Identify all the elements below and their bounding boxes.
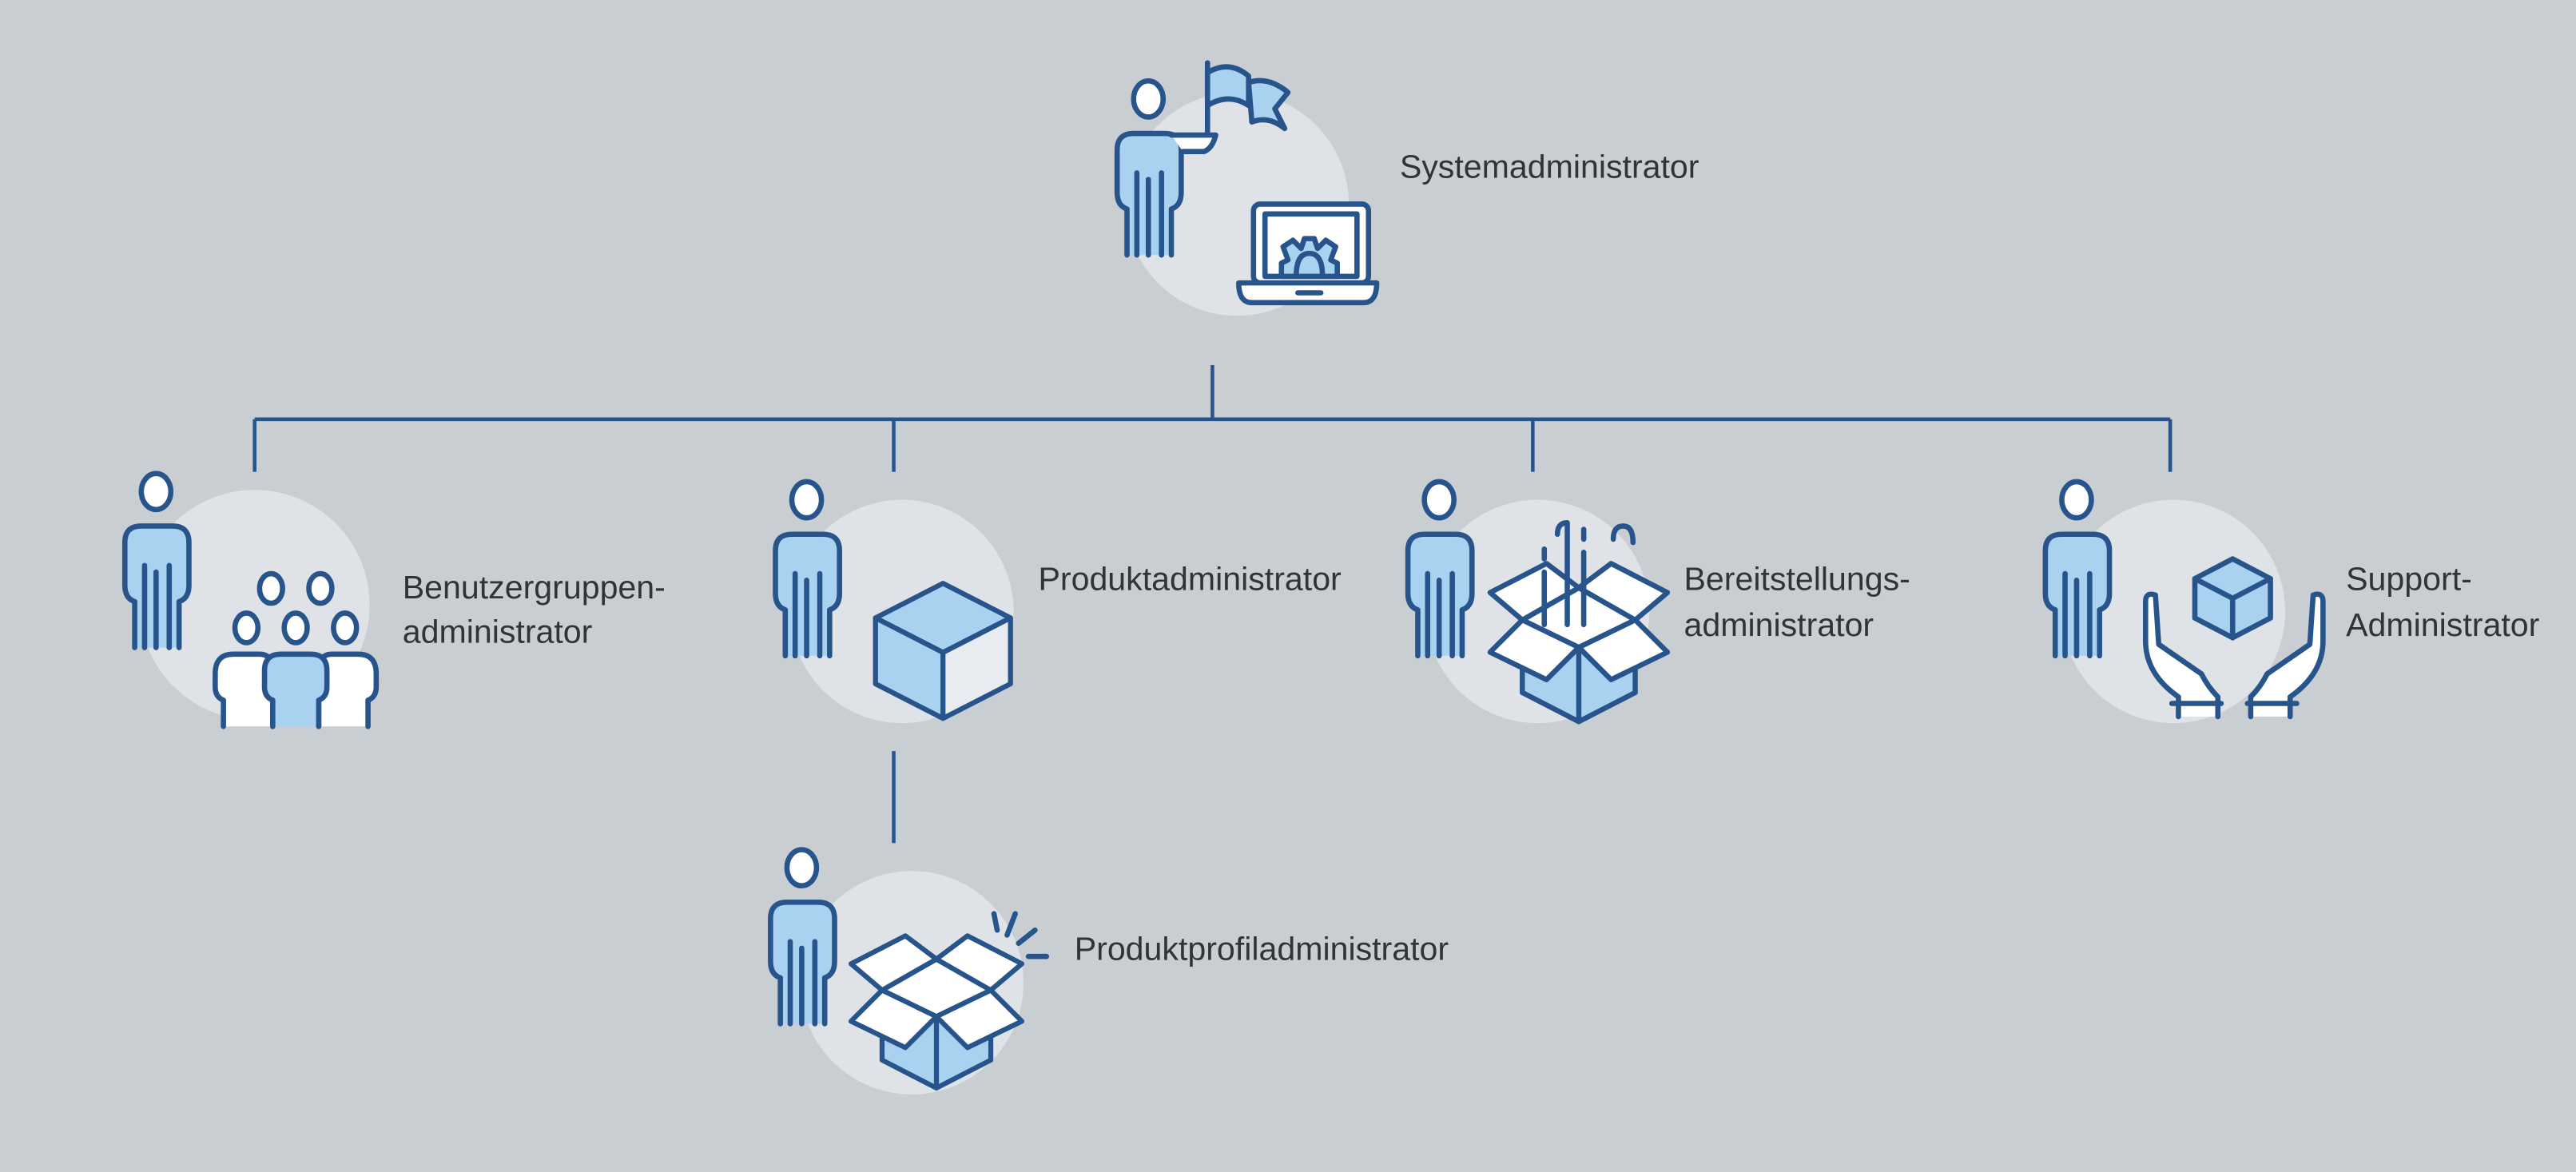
node-label-line1: Bereitstellungs- bbox=[1684, 561, 1910, 598]
hands-box-icon bbox=[2143, 556, 2326, 720]
node-support-admin: Support- Administrator bbox=[2045, 482, 2539, 724]
person-icon bbox=[125, 474, 189, 648]
node-usergroup-admin: Benutzergruppen- administrator bbox=[125, 474, 666, 729]
node-label: Systemadministrator bbox=[1400, 149, 1699, 185]
laptop-gear-icon bbox=[1236, 201, 1380, 306]
open-box-icon bbox=[851, 911, 1050, 1088]
connector-lines bbox=[252, 364, 2173, 844]
node-label-line2: Administrator bbox=[2346, 606, 2539, 643]
person-icon bbox=[2045, 482, 2109, 656]
node-label: Produktprofiladministrator bbox=[1075, 930, 1449, 967]
person-icon bbox=[775, 482, 839, 656]
open-box-tools-icon bbox=[1490, 520, 1668, 721]
node-label-line1: Benutzergruppen- bbox=[403, 569, 666, 606]
node-label-line2: administrator bbox=[403, 613, 593, 650]
node-deployment-admin: Bereitstellungs- administrator bbox=[1408, 482, 1910, 723]
node-label-line1: Support- bbox=[2346, 561, 2472, 598]
person-icon bbox=[770, 850, 834, 1024]
user-group-icon bbox=[213, 570, 380, 729]
node-system-admin: Systemadministrator bbox=[1117, 60, 1699, 316]
person-with-flag-icon bbox=[1117, 60, 1291, 256]
node-label-line2: administrator bbox=[1684, 606, 1874, 643]
node-label: Produktadministrator bbox=[1038, 561, 1341, 598]
node-product-admin: Produktadministrator bbox=[775, 482, 1342, 724]
person-icon bbox=[1408, 482, 1472, 656]
node-product-profile-admin: Produktprofiladministrator bbox=[770, 850, 1449, 1095]
node-background-circle bbox=[2061, 499, 2286, 724]
